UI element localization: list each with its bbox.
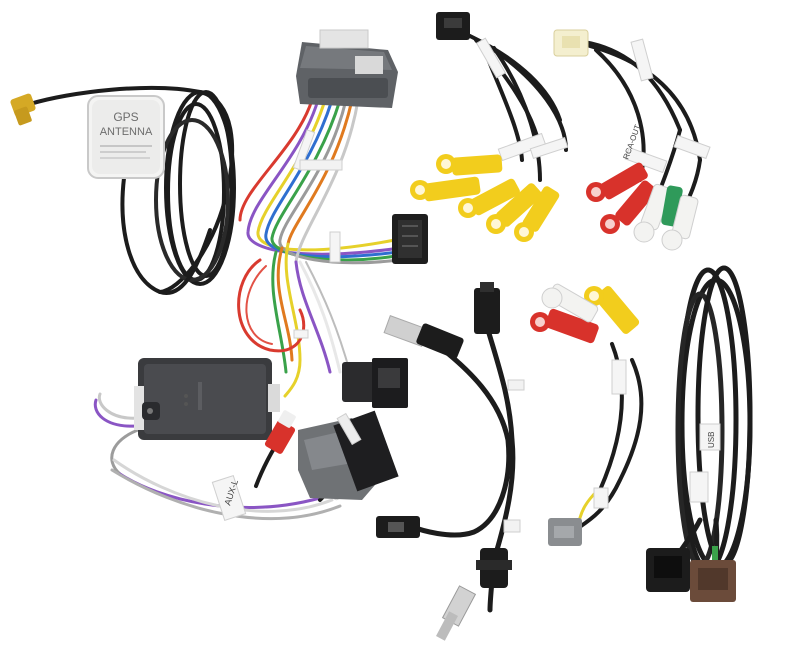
red-white-green-rca-plugs (586, 162, 699, 251)
usb-cable-assembly (376, 282, 525, 641)
gps-label-line1: GPS (113, 110, 138, 124)
usb-extension-coil: USB (646, 265, 753, 602)
canbus-decoder-module (93, 358, 342, 521)
gold-sma-connector (10, 93, 36, 126)
harness-wire-bundle (237, 98, 402, 398)
brown-iso-connector (690, 546, 736, 602)
yellow-rca-plugs (410, 154, 560, 242)
usb-tag (699, 423, 721, 451)
gps-cable-coil (28, 85, 236, 296)
rca-audio-out-harness: RCA-OUT (553, 29, 711, 251)
gps-antenna-puck: GPS ANTENNA (87, 95, 165, 179)
harness-top-connector (296, 29, 398, 108)
module-black-plug (342, 358, 408, 408)
grey-socket-connector (298, 410, 399, 500)
gps-antenna-assembly: GPS ANTENNA (10, 85, 236, 296)
harness-black-connector (392, 214, 428, 264)
rca-y-cable (530, 283, 644, 546)
usb-black-connector (474, 288, 500, 334)
y-cable-rca-plugs (530, 283, 640, 344)
gps-label-line2: ANTENNA (100, 126, 153, 138)
main-wiring-harness (237, 29, 428, 398)
usb-female-socket (646, 548, 690, 592)
harness-tag (299, 159, 343, 171)
usb-a-plug (383, 315, 464, 359)
radio-antenna-adapter (436, 548, 512, 641)
usb-tag-label: USB (707, 432, 716, 448)
rca-video-harness (410, 12, 569, 242)
